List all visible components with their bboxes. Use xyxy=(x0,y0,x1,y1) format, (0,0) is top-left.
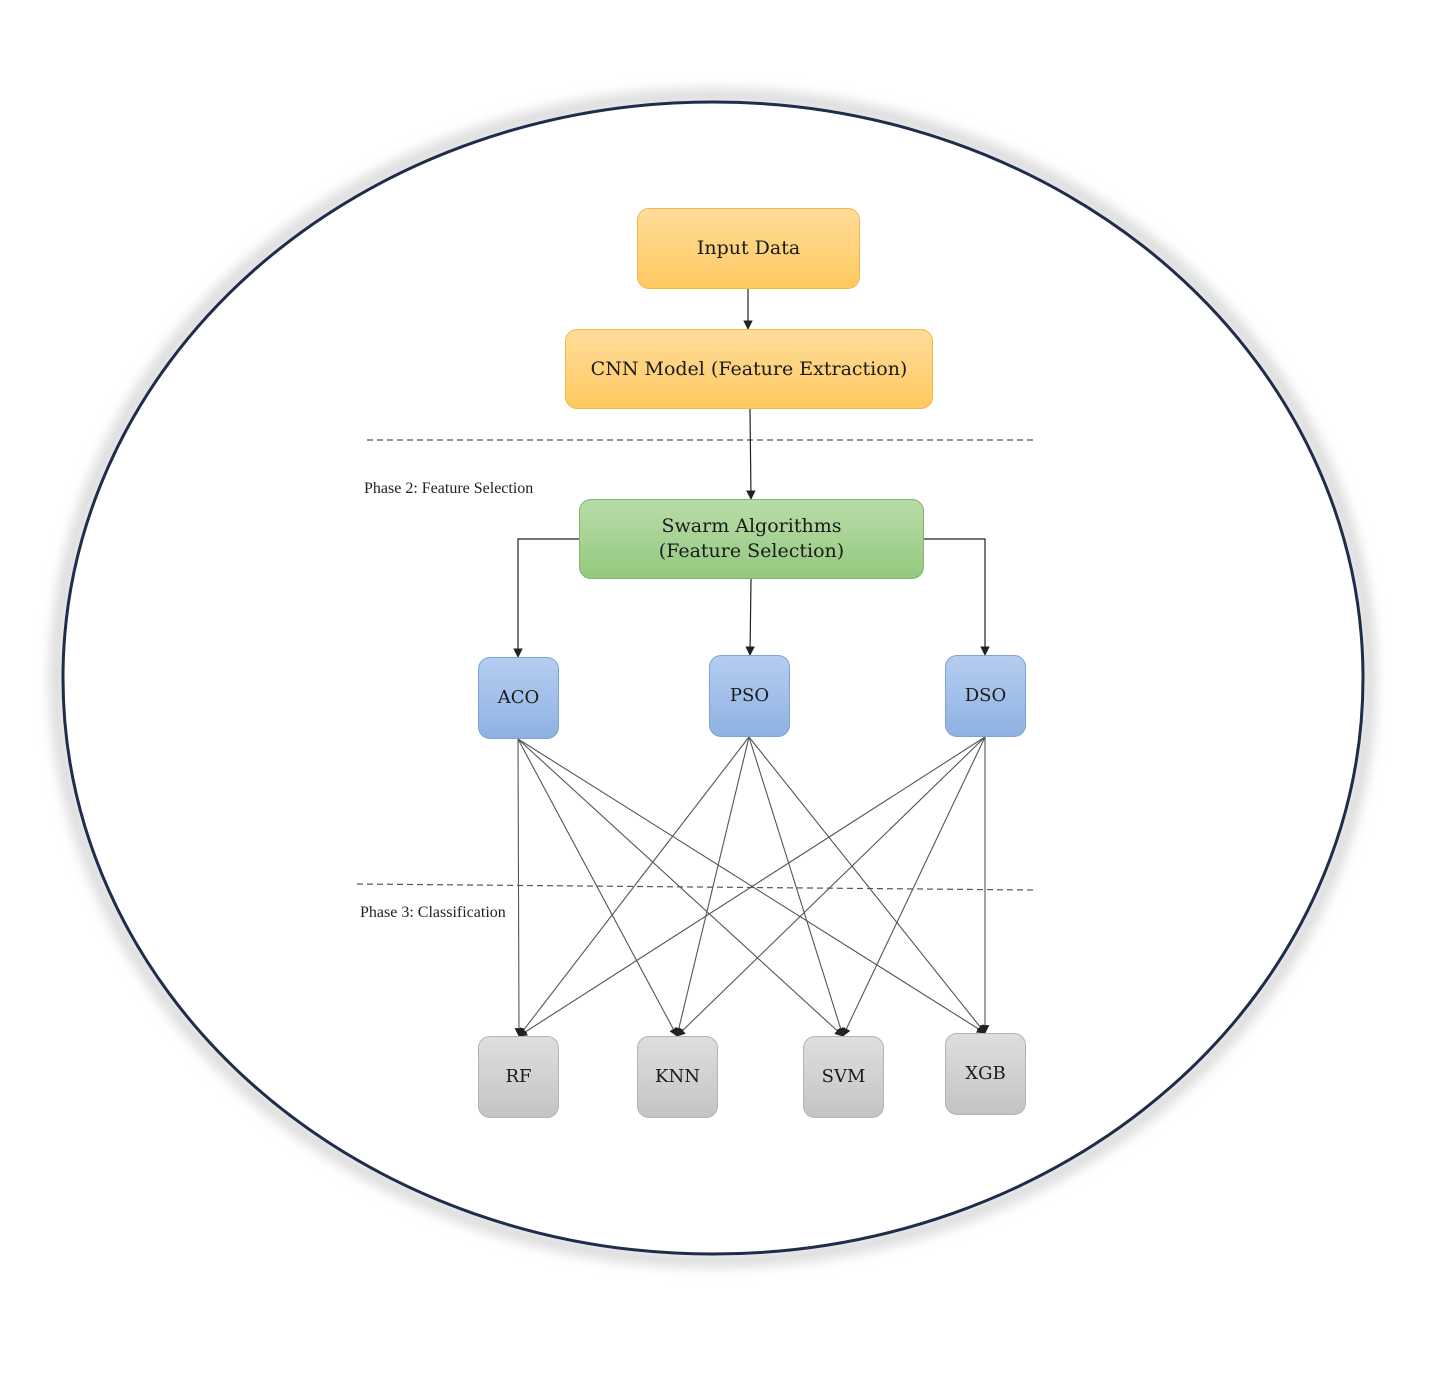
aco-label: ACO xyxy=(497,687,540,709)
swarm-algorithms-label: Swarm Algorithms (Feature Selection) xyxy=(658,515,845,562)
phase-2-label: Phase 2: Feature Selection xyxy=(364,480,534,497)
rf-label: RF xyxy=(505,1066,532,1088)
edge-pso-knn xyxy=(674,736,750,1037)
cnn-model-label: CNN Model (Feature Extraction) xyxy=(590,357,908,380)
edge-pso-rf xyxy=(518,736,750,1037)
aco-node: ACO xyxy=(478,657,559,739)
edge-dso-svm xyxy=(842,736,986,1037)
pso-node: PSO xyxy=(709,655,790,737)
phase-divider-2 xyxy=(356,883,1036,891)
edge-pso-svm xyxy=(748,736,845,1037)
edge-aco-svm xyxy=(517,738,844,1037)
xgb-label: XGB xyxy=(965,1063,1006,1085)
edge-aco-rf xyxy=(514,738,524,1037)
input-data-label: Input Data xyxy=(696,237,801,260)
arrow-swarm-to-aco xyxy=(513,538,580,658)
dso-node: DSO xyxy=(945,655,1026,737)
svm-node: SVM xyxy=(803,1036,884,1118)
knn-node: KNN xyxy=(637,1036,718,1118)
pso-label: PSO xyxy=(729,685,770,707)
edge-dso-rf xyxy=(518,736,986,1037)
cnn-model-node: CNN Model (Feature Extraction) xyxy=(565,329,933,409)
ellipse-shadow xyxy=(50,89,1376,1267)
optimizer-classifier-edges xyxy=(514,736,990,1037)
arrow-swarm-to-dso xyxy=(923,538,990,656)
svm-label: SVM xyxy=(821,1066,866,1088)
phase-3-label: Phase 3: Classification xyxy=(360,904,506,921)
swarm-algorithms-node: Swarm Algorithms (Feature Selection) xyxy=(579,499,924,579)
rf-node: RF xyxy=(478,1036,559,1118)
arrow-swarm-to-pso xyxy=(745,578,755,656)
knn-label: KNN xyxy=(655,1066,700,1088)
edge-pso-xgb xyxy=(748,736,986,1034)
input-data-node: Input Data xyxy=(637,208,860,289)
edge-aco-xgb xyxy=(517,738,986,1034)
arrow-cnn-to-swarm xyxy=(746,408,756,500)
dso-label: DSO xyxy=(964,685,1007,707)
xgb-node: XGB xyxy=(945,1033,1026,1115)
edge-dso-knn xyxy=(676,736,986,1037)
edge-aco-knn xyxy=(517,738,678,1037)
